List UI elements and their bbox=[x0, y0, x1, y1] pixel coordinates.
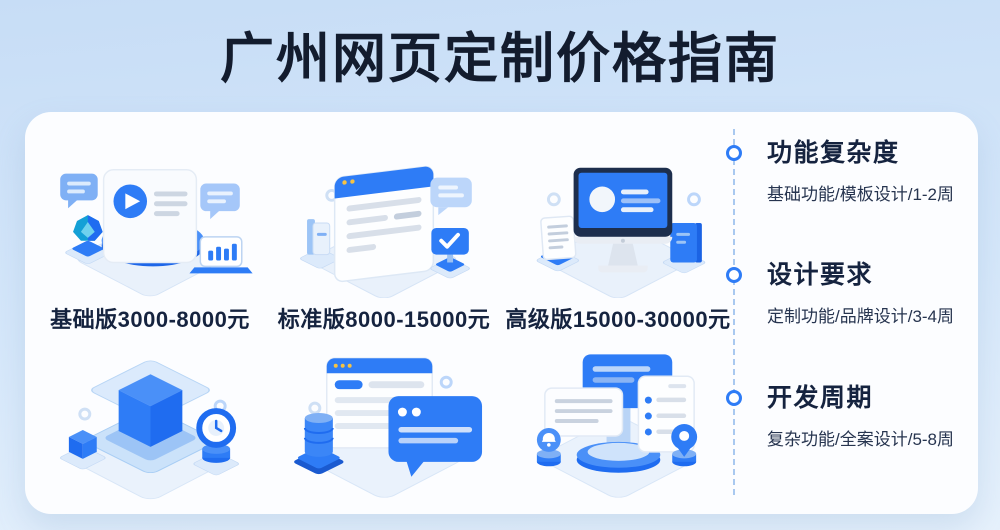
bullet-circle-icon bbox=[726, 267, 742, 283]
page-title: 广州网页定制价格指南 bbox=[220, 29, 780, 89]
factor-item-timeline: 开发周期 复杂功能/全案设计/5-8周 bbox=[767, 383, 977, 451]
factor-title: 功能复杂度 bbox=[767, 139, 900, 167]
factor-item-complexity: 功能复杂度 基础功能/模板设计/1-2周 bbox=[767, 138, 977, 206]
video-card-scene-icon bbox=[60, 168, 253, 297]
factors-panel: 功能复杂度 基础功能/模板设计/1-2周 设计要求 定制功能/品牌设计/3-4周… bbox=[726, 129, 969, 495]
bullet-circle-icon bbox=[726, 145, 742, 161]
factor-item-design: 设计要求 定制功能/品牌设计/3-4周 bbox=[767, 260, 977, 328]
video-card-illustration bbox=[43, 150, 257, 298]
tier-label-standard: 标准版8000-15000元 bbox=[277, 307, 491, 332]
factor-detail: 基础功能/模板设计/1-2周 bbox=[767, 185, 955, 204]
factor-detail: 复杂功能/全案设计/5-8周 bbox=[767, 430, 955, 449]
podium-display-scene-icon bbox=[536, 354, 698, 498]
chat-feedback-illustration bbox=[277, 338, 491, 510]
browser-window-scene-icon bbox=[300, 165, 472, 298]
factor-detail: 定制功能/品牌设计/3-4周 bbox=[767, 307, 955, 326]
factor-title: 设计要求 bbox=[767, 261, 874, 289]
chat-feedback-scene-icon bbox=[294, 357, 483, 498]
bullet-circle-icon bbox=[726, 390, 742, 406]
content-card: 基础版3000-8000元 标准版8000-15000元 高级版15000-30… bbox=[25, 112, 978, 514]
pricing-grid: 基础版3000-8000元 标准版8000-15000元 高级版15000-30… bbox=[33, 150, 735, 510]
desktop-monitor-illustration bbox=[511, 150, 725, 298]
cube-stack-scene-icon bbox=[60, 360, 239, 500]
tier-label-premium: 高级版15000-30000元 bbox=[505, 307, 731, 332]
cube-stack-illustration bbox=[43, 338, 257, 510]
tier-label-basic: 基础版3000-8000元 bbox=[50, 307, 250, 332]
browser-window-illustration bbox=[277, 150, 491, 298]
podium-display-illustration bbox=[511, 338, 725, 510]
desktop-monitor-scene-icon bbox=[536, 167, 706, 298]
factor-title: 开发周期 bbox=[767, 384, 874, 412]
